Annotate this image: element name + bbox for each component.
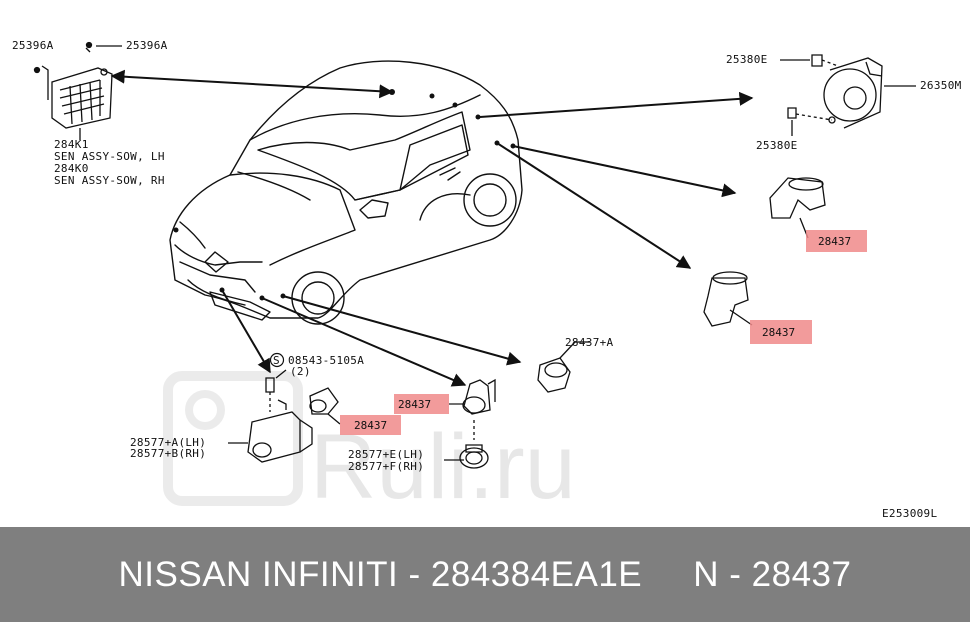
label-28577f-rh: 28577+F(RH) <box>348 460 424 473</box>
label-26350m: 26350M <box>920 79 962 92</box>
label-28577a-lh: 28577+A(LH) <box>130 436 206 449</box>
front-mid-sensor <box>444 378 496 469</box>
label-08543-5105a: 08543-5105A <box>288 354 364 367</box>
label-284k0: 284K0 <box>54 162 89 175</box>
watermark: Ruli.ru <box>163 371 576 518</box>
center-sensor <box>537 341 590 393</box>
car-illustration <box>169 60 523 325</box>
screw-symbol: S <box>269 352 285 368</box>
label-28437a: 28437+A <box>565 336 614 349</box>
leader-arrows <box>110 69 754 387</box>
label-25396a-right: 25396A <box>126 39 168 52</box>
highlight-28437-front-mid: 28437 <box>394 394 449 414</box>
rear-sensor-upper <box>769 177 826 239</box>
label-28437-front-left: 28437 <box>354 419 387 432</box>
label-sen-assy-rh: SEN ASSY-SOW, RH <box>54 174 165 187</box>
label-28577e-lh: 28577+E(LH) <box>348 448 424 461</box>
highlight-28437-right-lower: 28437 <box>750 320 812 344</box>
label-qty-2: (2) <box>290 365 311 378</box>
label-28437-right-upper: 28437 <box>818 235 851 248</box>
label-25380e-bottom: 25380E <box>756 139 798 152</box>
parking-sensor-diagram: Ruli.ru <box>12 39 962 520</box>
screw-symbol-letter: S <box>273 354 280 367</box>
highlight-28437-right-upper: 28437 <box>806 230 867 252</box>
diagram-code: E253009L <box>882 507 937 520</box>
label-28437-front-mid: 28437 <box>398 398 431 411</box>
label-28577b-rh: 28577+B(RH) <box>130 447 206 460</box>
buzzer-assembly <box>780 54 916 136</box>
label-284k1: 284K1 <box>54 138 89 151</box>
highlight-28437-front-left: 28437 <box>340 415 401 435</box>
footer-part-number: NISSAN INFINITI - 284384EA1E N - 28437 <box>118 554 852 594</box>
label-sen-assy-lh: SEN ASSY-SOW, LH <box>54 150 165 163</box>
footer-banner: NISSAN INFINITI - 284384EA1E N - 28437 <box>0 527 970 622</box>
label-28437-right-lower: 28437 <box>762 326 795 339</box>
front-left-bracket <box>228 369 341 463</box>
label-25396a-left: 25396A <box>12 39 54 52</box>
rear-sensor-lower <box>703 271 753 327</box>
label-25380e-top: 25380E <box>726 53 768 66</box>
sow-sensor-assembly <box>33 41 122 140</box>
